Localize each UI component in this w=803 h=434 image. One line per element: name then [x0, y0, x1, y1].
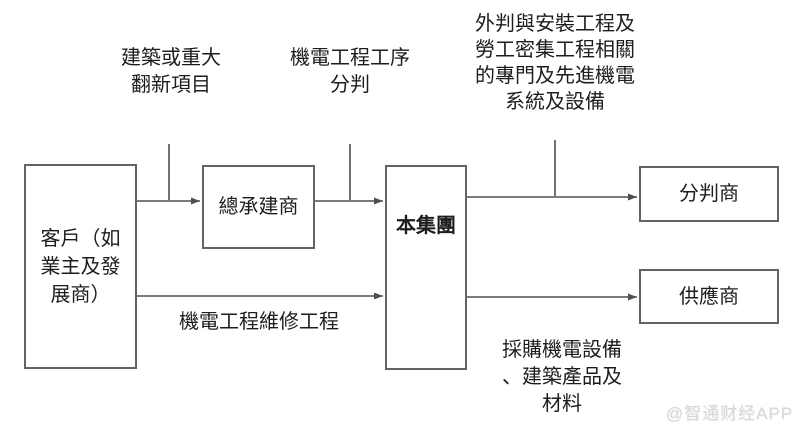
process-subcontract-label-line1: 機電工程工序	[290, 47, 410, 69]
process-subcontract-label: 機電工程工序 分判	[290, 45, 410, 99]
procurement-label-line2: 、建築產品及	[502, 366, 622, 388]
supplier-box-label: 供應商	[679, 285, 739, 308]
customer-box-label-line1: 客戶（如	[40, 227, 121, 250]
outsourcing-label-line3: 的專門及先進機電	[475, 65, 635, 87]
process-subcontract-label-line2: 分判	[330, 74, 370, 96]
outsourcing-label-line2: 勞工密集工程相關	[475, 39, 635, 61]
group-box-label: 本集團	[396, 215, 456, 237]
maintenance-label: 機電工程維修工程	[179, 309, 339, 336]
construction-label-line2: 翻新項目	[131, 74, 211, 96]
construction-label-line1: 建築或重大	[121, 47, 221, 69]
maintenance-label-line1: 機電工程維修工程	[179, 311, 339, 333]
group-box: 本集團	[385, 165, 467, 370]
main-contractor-box: 總承建商	[202, 165, 315, 249]
outsourcing-label: 外判與安裝工程及 勞工密集工程相關 的專門及先進機電 系統及設備	[475, 11, 635, 115]
watermark-text: @智通财经APP	[665, 404, 793, 423]
customer-box: 客戶（如 業主及發 展商）	[24, 164, 137, 369]
customer-box-label-line3: 展商）	[50, 283, 111, 306]
procurement-label-line3: 材料	[542, 393, 582, 415]
outsourcing-label-line4: 系統及設備	[505, 91, 605, 113]
supplier-box: 供應商	[639, 269, 779, 324]
procurement-label: 採購機電設備 、建築產品及 材料	[502, 337, 622, 418]
main-contractor-box-label: 總承建商	[218, 196, 299, 218]
subcontractor-box: 分判商	[639, 166, 779, 222]
outsourcing-label-line1: 外判與安裝工程及	[475, 13, 635, 35]
procurement-label-line1: 採購機電設備	[502, 339, 622, 361]
subcontractor-box-label: 分判商	[679, 183, 739, 205]
customer-box-label-line2: 業主及發	[40, 255, 121, 278]
construction-label: 建築或重大 翻新項目	[121, 45, 221, 99]
